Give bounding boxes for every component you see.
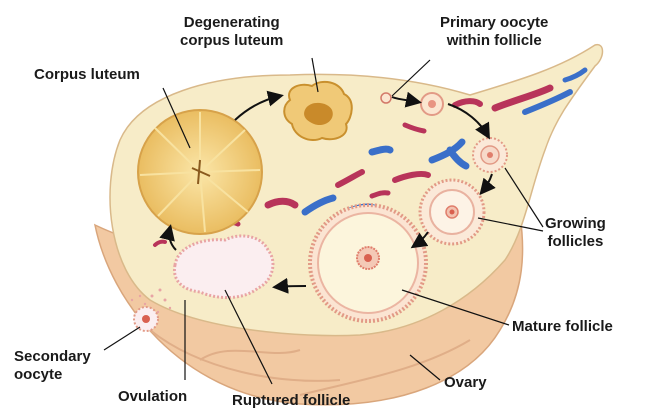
label-ovulation: Ovulation [118,388,187,406]
label-mature-follicle: Mature follicle [512,318,613,336]
corpus-luteum [138,110,262,234]
label-ovary: Ovary [444,374,487,392]
label-secondary-oocyte: Secondary oocyte [14,348,91,384]
mature-follicle [310,205,426,321]
growing-follicle-large [420,180,484,244]
secondary-oocyte [134,307,158,331]
label-growing-follicles: Growing follicles [545,215,606,251]
label-corpus-luteum: Corpus luteum [34,66,140,84]
growing-follicle-small [473,138,507,172]
label-ruptured-follicle: Ruptured follicle [232,392,350,410]
label-degenerating-corpus-luteum: Degenerating corpus luteum [180,14,283,50]
label-primary-oocyte: Primary oocyte within follicle [440,14,548,50]
